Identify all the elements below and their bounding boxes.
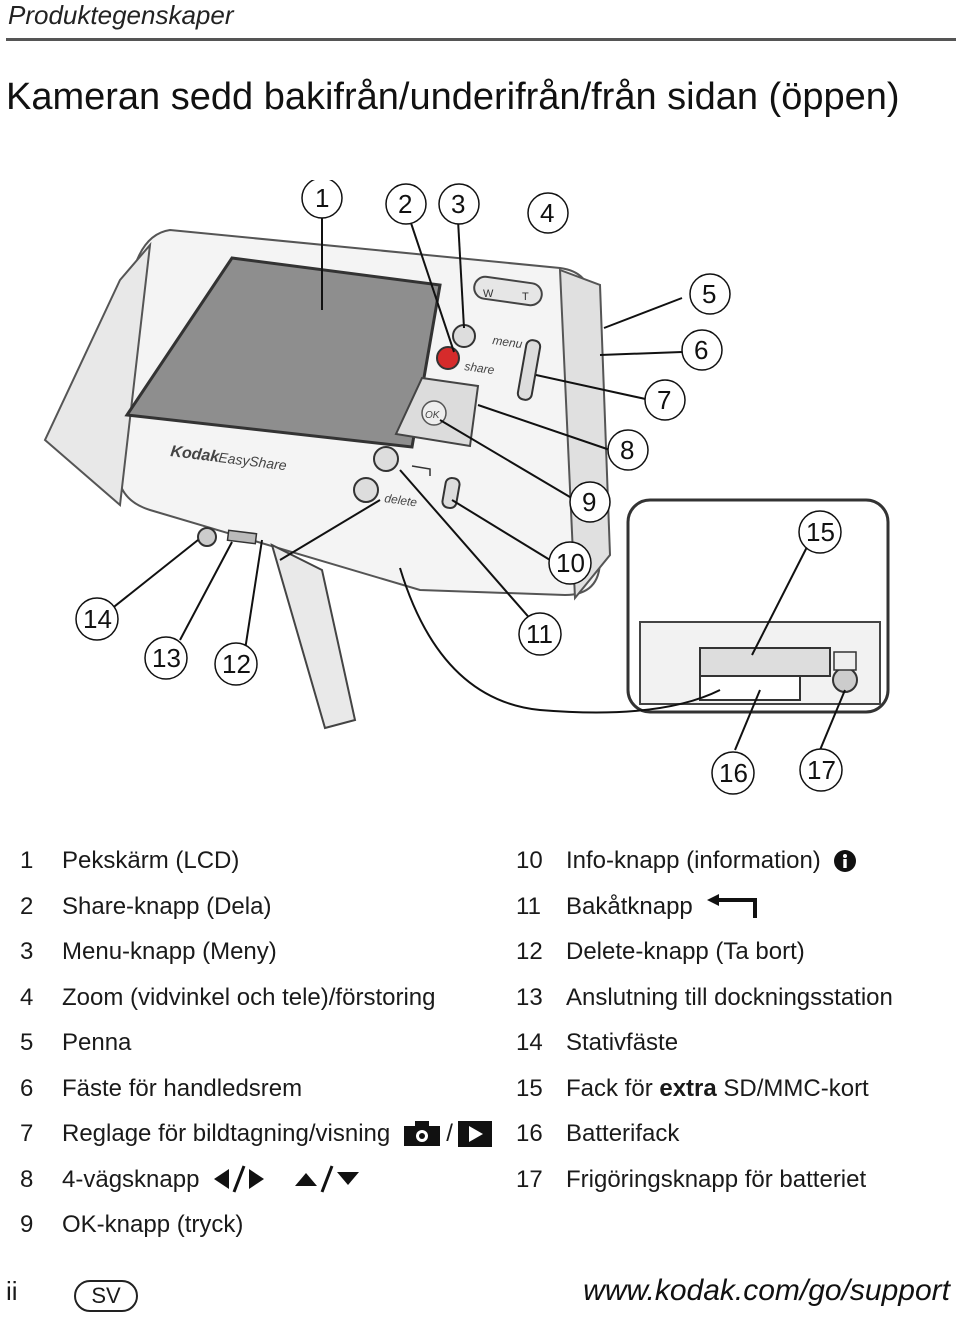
back-arrow-icon [706, 894, 757, 919]
section-header: Produktegenskaper [8, 0, 234, 30]
svg-text:4: 4 [540, 198, 554, 228]
camera-diagram: Kodak EasyShare W T menu share OK delete [43, 180, 890, 795]
lcd-screen [124, 256, 442, 449]
svg-text:3: 3 [451, 189, 465, 219]
header-rule [6, 38, 956, 41]
svg-text:delete: delete [384, 491, 419, 509]
down-arrow-icon [337, 1172, 360, 1186]
up-arrow-icon [295, 1173, 318, 1187]
svg-text:16: 16 [719, 758, 748, 788]
support-url[interactable]: www.kodak.com/go/support [583, 1274, 950, 1307]
svg-text:12: 12 [222, 649, 251, 679]
tripod-mount [197, 527, 217, 547]
zoom-rocker: W T [473, 275, 543, 307]
four-way-symbols [211, 1165, 361, 1193]
svg-text:OK: OK [425, 410, 441, 421]
svg-text:15: 15 [806, 517, 835, 547]
svg-text:11: 11 [526, 619, 553, 649]
svg-text:share: share [464, 359, 496, 377]
info-button [441, 476, 461, 510]
svg-text:14: 14 [83, 604, 112, 634]
svg-text:7: 7 [657, 385, 671, 415]
svg-text:T: T [522, 291, 529, 303]
svg-text:10: 10 [556, 548, 585, 578]
menu-button [452, 324, 476, 348]
svg-text:2: 2 [398, 189, 412, 219]
svg-text:8: 8 [620, 435, 634, 465]
svg-text:5: 5 [702, 279, 716, 309]
language-badge: SV [74, 1280, 138, 1312]
svg-text:9: 9 [582, 487, 596, 517]
dock-connector [226, 529, 258, 545]
page-title: Kameran sedd bakifrån/underifrån/från si… [6, 76, 900, 118]
svg-text:17: 17 [807, 755, 836, 785]
svg-text:menu: menu [492, 333, 524, 351]
share-button [436, 346, 460, 370]
left-arrow-icon [214, 1169, 230, 1190]
brand-logo: Kodak [170, 443, 222, 466]
svg-text:1: 1 [315, 183, 329, 213]
callouts: 1 2 3 4 5 6 7 8 9 10 11 12 13 14 15 16 1… [75, 180, 843, 795]
svg-text:13: 13 [152, 643, 181, 673]
mode-symbols: / [402, 1111, 493, 1157]
mode-switch [516, 339, 542, 401]
page-number: ii [6, 1276, 18, 1306]
battery-door [270, 543, 357, 730]
info-icon [833, 849, 856, 872]
delete-button [353, 477, 379, 503]
callout-lines [109, 215, 846, 751]
slash-divider [321, 1165, 334, 1193]
right-arrow-icon [249, 1169, 265, 1190]
four-way-pad: OK [394, 376, 480, 448]
slash-divider [233, 1165, 246, 1193]
play-icon [457, 1120, 492, 1147]
camera-icon [404, 1120, 441, 1146]
legend-item: 15 Fack för extra SD/MMC-kort [516, 1074, 869, 1102]
mode-separator: / [446, 1120, 453, 1147]
svg-text:6: 6 [694, 335, 708, 365]
svg-text:W: W [483, 288, 494, 300]
back-button [373, 446, 399, 472]
inset-bottom-view [626, 498, 890, 714]
